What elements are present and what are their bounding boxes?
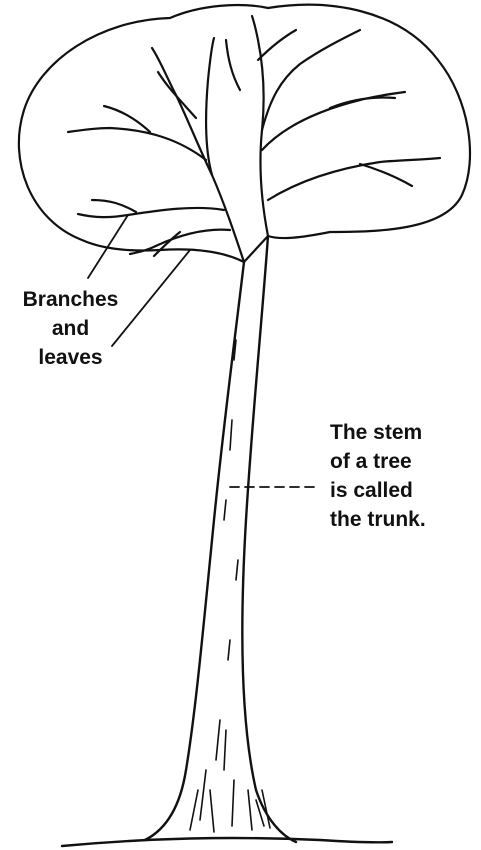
trunk-shading <box>190 340 270 832</box>
branches-label-line-2: and <box>8 314 133 343</box>
tree-branches <box>68 16 440 262</box>
trunk-label-line-2: of a tree <box>330 447 470 476</box>
trunk-label: The stem of a tree is called the trunk. <box>330 418 470 534</box>
trunk-label-line-1: The stem <box>330 418 470 447</box>
trunk-label-line-4: the trunk. <box>330 505 470 534</box>
branches-label-line-1: Branches <box>8 285 133 314</box>
branches-label-line-3: leaves <box>8 343 133 372</box>
tree-canopy-outline <box>19 5 470 262</box>
trunk-label-line-3: is called <box>330 476 470 505</box>
branches-and-leaves-label: Branches and leaves <box>8 285 133 372</box>
tree-trunk <box>145 236 296 842</box>
ground-line <box>62 838 392 846</box>
leader-line-branches-upper <box>88 215 128 278</box>
